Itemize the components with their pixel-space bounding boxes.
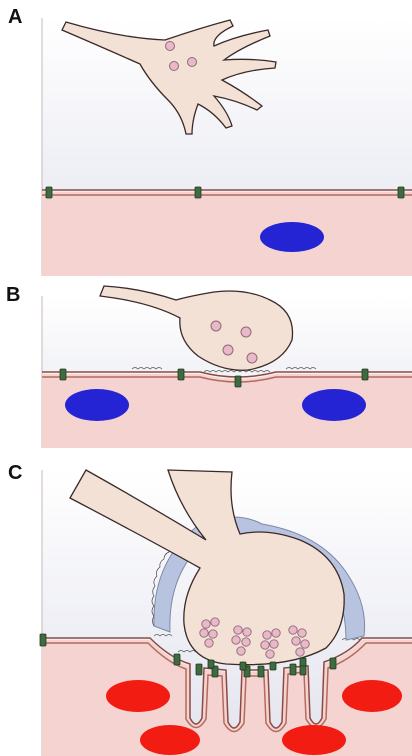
panel-c-nucleus-3 (140, 725, 200, 755)
panel-c-nucleus-4 (282, 725, 346, 755)
panel-a (42, 18, 412, 276)
panel-b-nucleus-left (65, 389, 129, 421)
panel-a-muscle-cell (42, 192, 412, 276)
panel-c-nucleus-2 (342, 680, 402, 712)
panel-c (40, 470, 412, 756)
panel-c-nucleus-1 (106, 680, 170, 712)
panel-b (42, 286, 412, 448)
panel-a-nucleus (260, 222, 324, 252)
panel-b-nucleus-right (302, 389, 366, 421)
